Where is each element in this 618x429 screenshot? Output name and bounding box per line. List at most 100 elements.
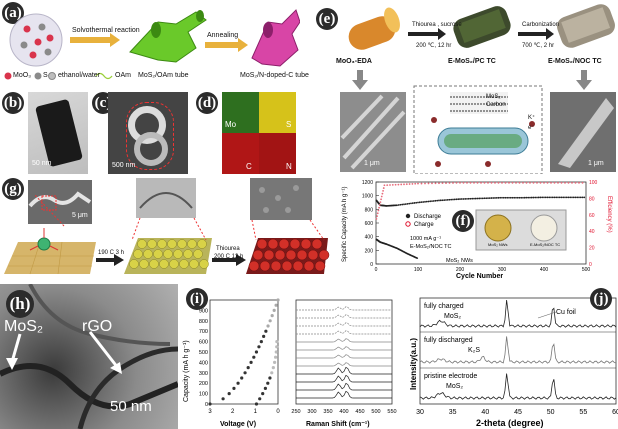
f-point: [516, 196, 519, 199]
i-raman-tick-label: 500: [371, 409, 380, 415]
e-step1-top: Thiourea , sucrose: [412, 22, 462, 28]
f-point: [455, 181, 458, 184]
i-ytick-label: 700: [199, 329, 208, 335]
layered-structure: [450, 92, 508, 114]
panel-i-label: (i): [186, 288, 208, 310]
i-charge-point: [274, 350, 278, 354]
i-discharge-point: [264, 329, 268, 333]
h-mos2-label: MoS₂: [4, 318, 44, 335]
f-point: [459, 181, 461, 184]
f-point: [438, 182, 440, 185]
f-point: [543, 196, 545, 199]
panel-e-scheme: [348, 4, 615, 50]
f-point: [416, 257, 419, 260]
panel-b-label: (b): [2, 92, 24, 114]
f-point: [401, 203, 404, 206]
f-point: [432, 200, 435, 202]
f-point: [462, 198, 465, 200]
scale-e-right: 1 μm: [588, 160, 604, 167]
f-point: [564, 181, 566, 184]
f-point: [522, 196, 524, 199]
f-point: [518, 196, 521, 199]
f-point: [532, 196, 535, 199]
f-point: [376, 212, 379, 215]
f-point: [508, 181, 510, 184]
f-point: [558, 196, 561, 199]
f-point: [494, 197, 496, 199]
i-raman-trace: [296, 322, 392, 327]
scale-c: 500 nm: [112, 162, 136, 169]
f-point: [408, 202, 411, 205]
f-point: [434, 199, 437, 202]
orange-rod: [348, 7, 400, 50]
f-point: [476, 197, 479, 200]
f-point: [405, 183, 408, 186]
f-point: [555, 196, 558, 199]
f-point: [574, 196, 577, 199]
j-trace: [419, 373, 617, 400]
f-point: [494, 181, 496, 184]
f-point: [499, 196, 502, 199]
f-point: [439, 199, 442, 202]
f-point: [397, 204, 400, 206]
e-schem-k: K⁺: [528, 115, 536, 121]
i-ytick-label: 800: [199, 319, 208, 325]
i-discharge-point: [266, 324, 270, 328]
i-discharge-point: [208, 402, 212, 406]
f-point: [578, 196, 580, 199]
f-point: [483, 197, 486, 200]
i-vtick-label: 2: [231, 409, 235, 415]
j-trace: [419, 336, 617, 364]
j-state-charged: fully charged: [424, 303, 464, 310]
f-point: [495, 196, 498, 199]
panel-d-label: (d): [196, 92, 218, 114]
f-ytick-label: 800: [365, 207, 374, 213]
i-ytick-label: 500: [199, 350, 208, 356]
j-peak-k2s: K₂S: [468, 347, 480, 354]
f-point: [448, 182, 451, 184]
f-point: [550, 196, 552, 199]
f-y2tick-label: 60: [589, 213, 595, 219]
f-point: [466, 181, 468, 184]
i-raman-tick-label: 250: [291, 409, 300, 415]
scale-g: 5 μm: [72, 212, 88, 219]
f-point: [576, 196, 579, 199]
f-ytick-label: 200: [365, 248, 374, 254]
e-cap2: E-MoS₂/PC TC: [448, 58, 496, 65]
i-raman-trace: [296, 330, 392, 335]
f-point: [581, 181, 584, 184]
f-point: [506, 196, 509, 199]
red-sphere-array: [246, 238, 330, 274]
arrow-g2: [212, 254, 246, 266]
f-point: [562, 196, 565, 199]
j-xrd-traces: [419, 299, 617, 400]
i-discharge-point: [243, 371, 247, 375]
i-ytick-label: 600: [199, 340, 208, 346]
f-point: [539, 181, 542, 184]
i-raman-trace: [296, 362, 392, 367]
f-point: [445, 199, 447, 201]
f-xtick-label: 400: [540, 267, 549, 273]
i-charge-point: [263, 386, 267, 390]
f-point: [446, 198, 449, 201]
i-xlabel-right: Raman Shift (cm⁻¹): [306, 421, 370, 428]
f-point: [553, 196, 556, 199]
f-point: [474, 197, 477, 200]
f-point: [581, 196, 584, 199]
f-point: [525, 196, 528, 199]
panel-e-label: (e): [316, 8, 338, 30]
f-point: [431, 200, 433, 203]
f-y2label: Efficiency (%): [606, 196, 612, 233]
f-point: [455, 198, 458, 201]
grey-rod: [557, 4, 615, 48]
i-charge-point: [270, 371, 274, 375]
j-xtick-label: 40: [481, 409, 489, 416]
f-point: [546, 181, 549, 184]
legend-markers: [4, 72, 113, 80]
f-point: [513, 196, 516, 199]
f-point: [457, 198, 460, 201]
f-point: [529, 196, 531, 199]
